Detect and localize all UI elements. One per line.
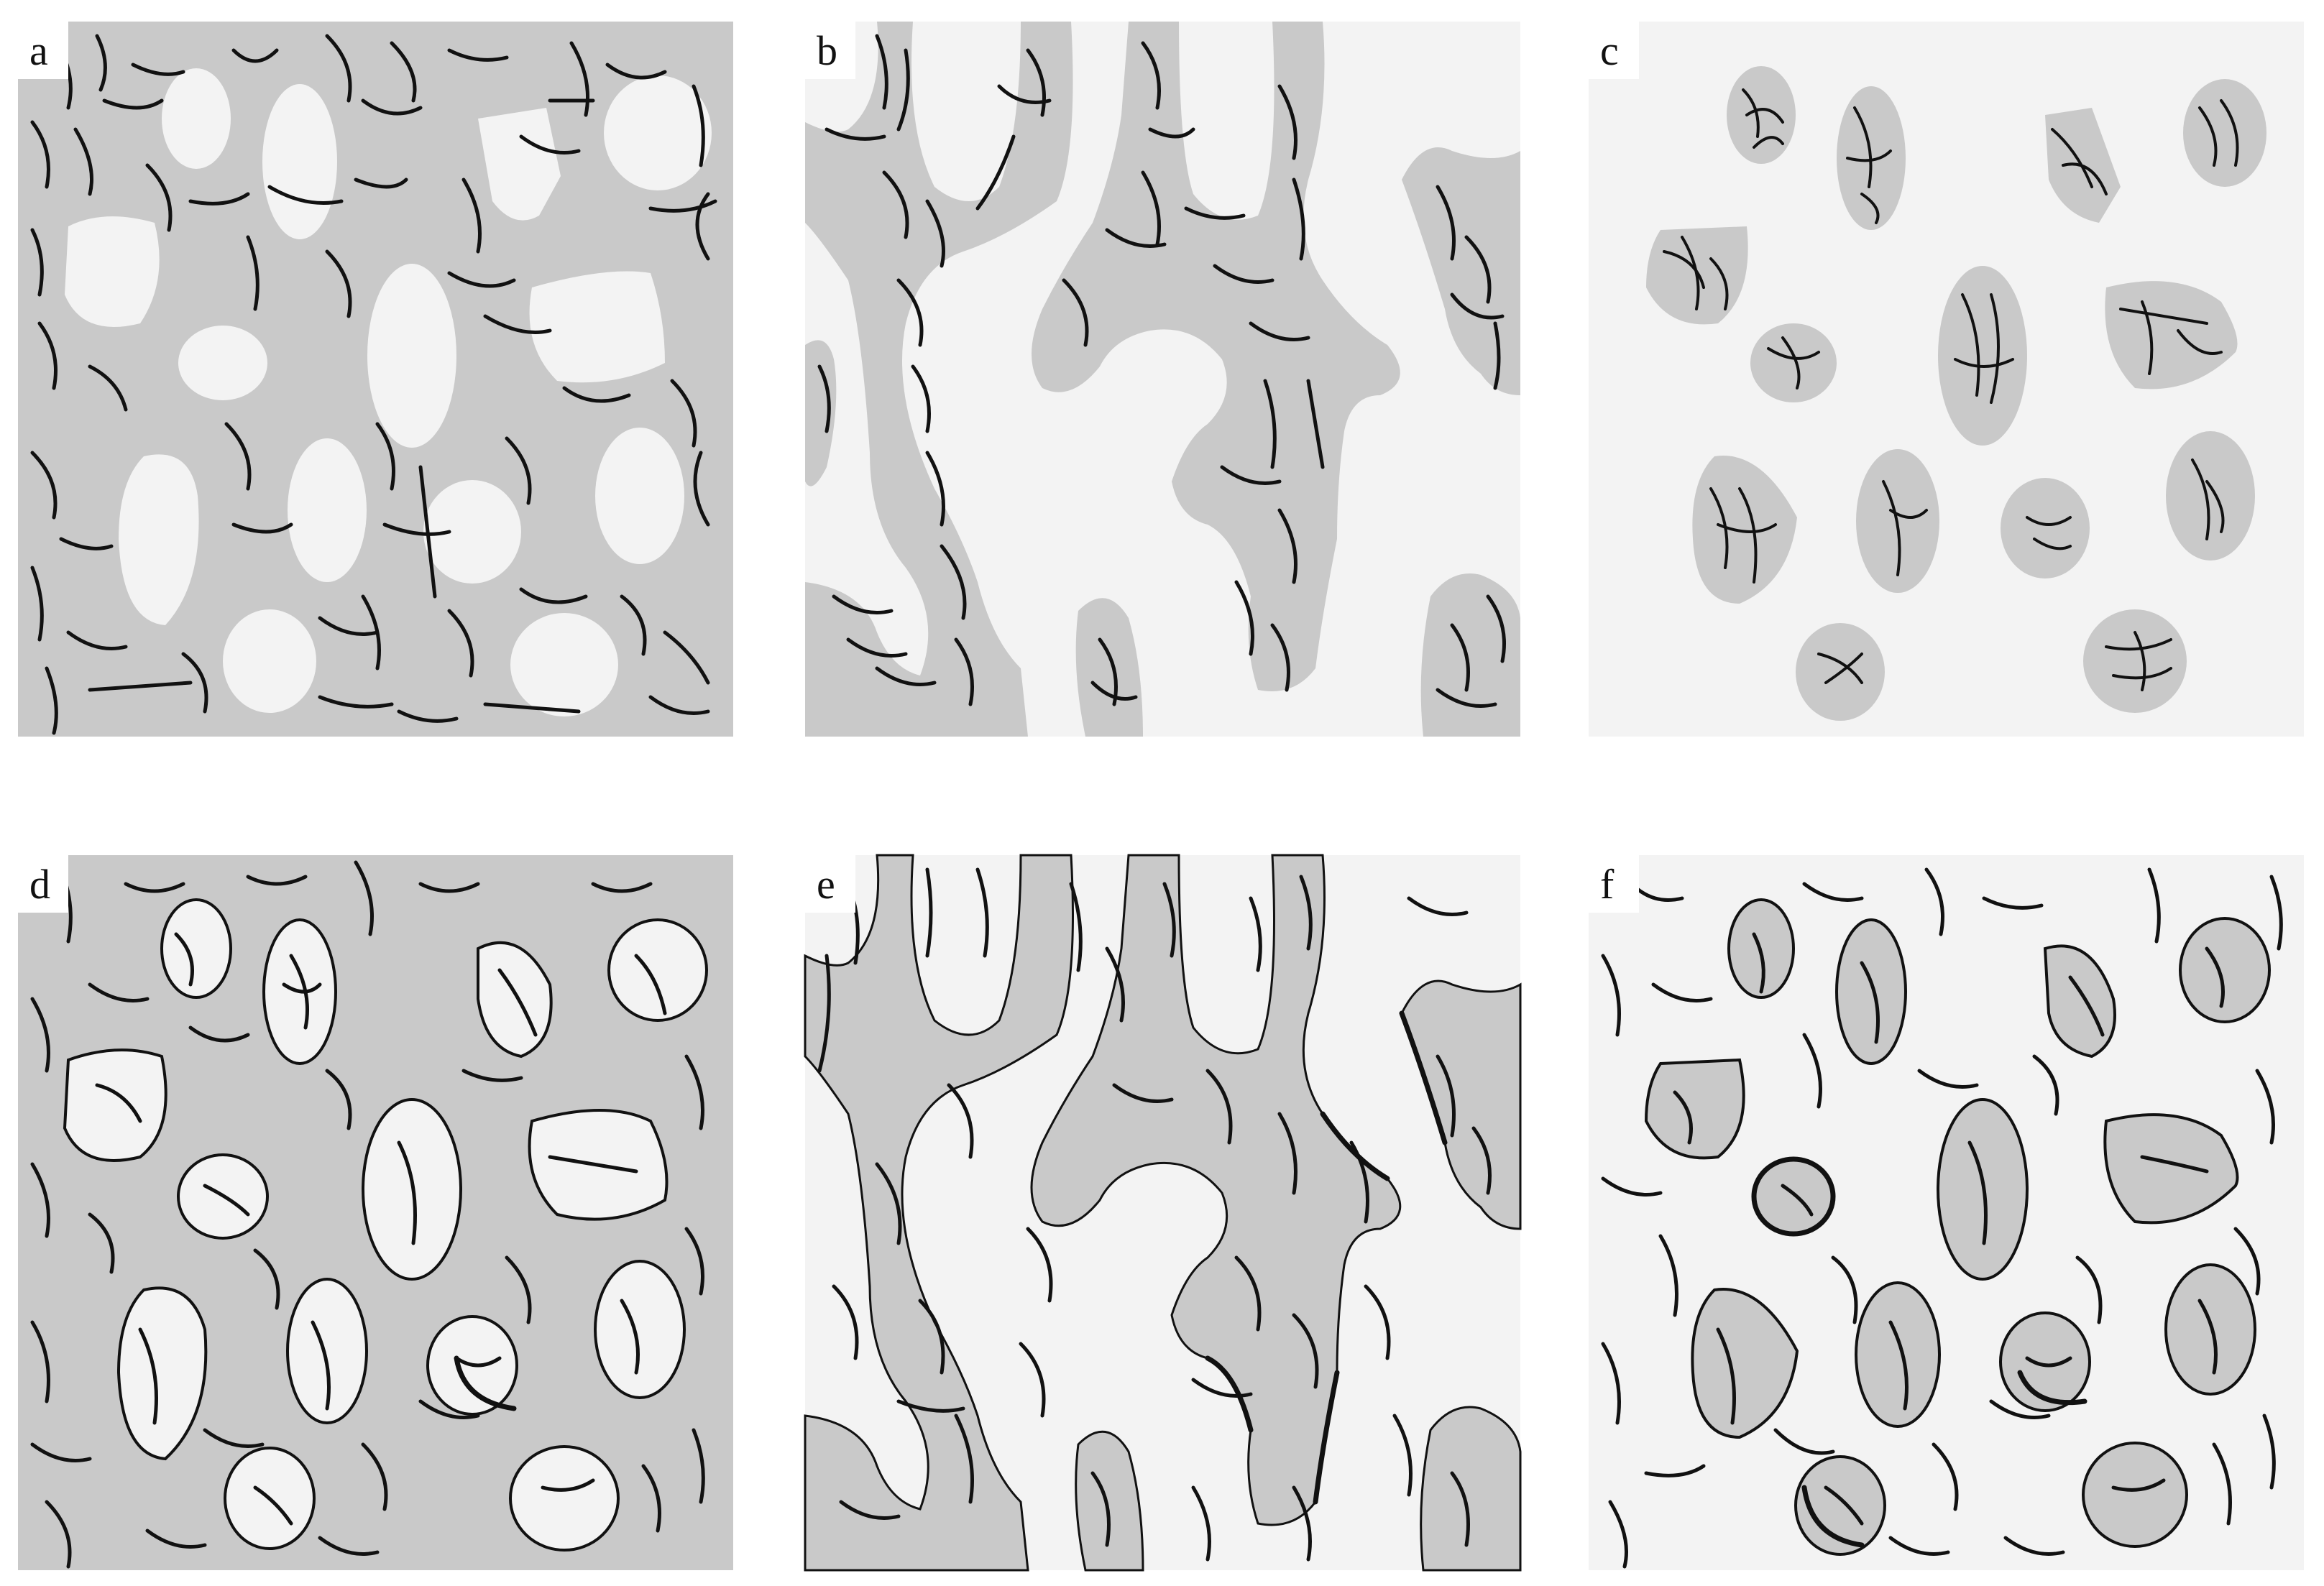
panel-d-label: d (29, 861, 50, 908)
panel-a-label: a (29, 27, 48, 74)
panel-e-fibers (817, 867, 1492, 1562)
panel-d: d (18, 855, 733, 1570)
panel-e-gray-network (804, 854, 1522, 1572)
panel-b-fibers (817, 34, 1506, 708)
panel-d-fibers (30, 860, 705, 1569)
panel-c: c (1589, 22, 2304, 737)
panel-c-label: c (1600, 27, 1619, 74)
panel-f: f (1589, 855, 2304, 1570)
panel-f-label: f (1600, 861, 1615, 908)
panel-b-label: b (817, 27, 837, 74)
panel-c-fibers (1663, 88, 2239, 691)
panel-a-fibers (30, 34, 717, 735)
panel-b: b (805, 22, 1520, 737)
panel-a: a (18, 22, 733, 737)
panel-c-droplets (1646, 66, 2266, 721)
panel-f-fibers (1601, 867, 2283, 1569)
panel-f-bold-outlines (1751, 1156, 2088, 1548)
panel-e: e (804, 854, 1522, 1572)
panel-e-bold-interfaces (1205, 1010, 1448, 1505)
panel-e-label: e (817, 861, 835, 908)
panel-a-droplets (65, 68, 712, 716)
